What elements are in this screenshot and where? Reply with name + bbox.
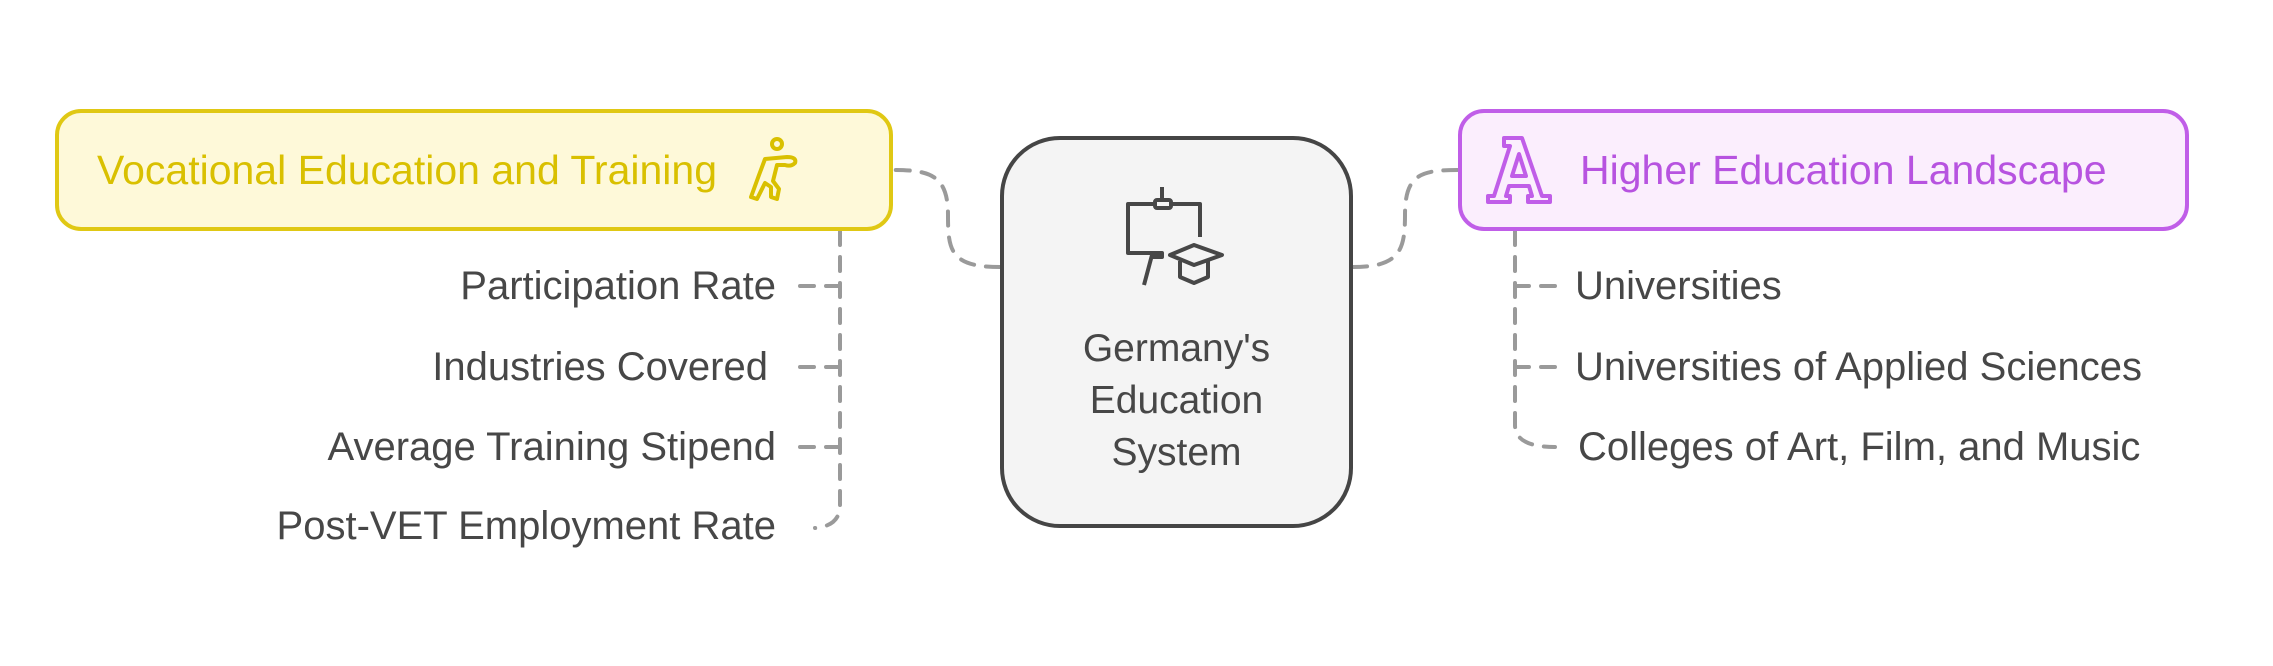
- vet-trunk: [813, 229, 842, 530]
- vet-item-industries-covered[interactable]: Industries Covered: [432, 345, 768, 389]
- connector-center-to-hel: [1351, 168, 1460, 269]
- center-node[interactable]: Germany's Education System: [1000, 136, 1353, 528]
- center-title-line-3: System: [1111, 431, 1242, 474]
- center-title-line-1: Germany's: [1082, 327, 1271, 370]
- vet-item-average-training-stipend[interactable]: Average Training Stipend: [327, 425, 776, 469]
- letter-a-icon: [1486, 136, 1552, 204]
- vet-title: Vocational Education and Training: [97, 146, 718, 193]
- hel-item-universities-applied-sciences[interactable]: Universities of Applied Sciences: [1575, 345, 2142, 389]
- center-title-line-2: Education: [1089, 379, 1264, 422]
- vet-item-participation-rate[interactable]: Participation Rate: [460, 264, 776, 308]
- vocational-education-node[interactable]: Vocational Education and Training: [55, 109, 893, 231]
- hel-item-colleges-art-film-music[interactable]: Colleges of Art, Film, and Music: [1578, 425, 2141, 469]
- hel-title: Higher Education Landscape: [1580, 146, 2107, 193]
- vet-item-post-vet-employment-rate[interactable]: Post-VET Employment Rate: [276, 504, 776, 548]
- person-working-icon: [749, 137, 798, 201]
- hel-trunk: [1513, 229, 1557, 449]
- hel-item-universities[interactable]: Universities: [1575, 264, 1782, 308]
- connector-center-to-vet: [891, 168, 1002, 269]
- whiteboard-graduation-cap-icon: [1125, 187, 1224, 286]
- higher-education-node[interactable]: Higher Education Landscape: [1458, 109, 2189, 231]
